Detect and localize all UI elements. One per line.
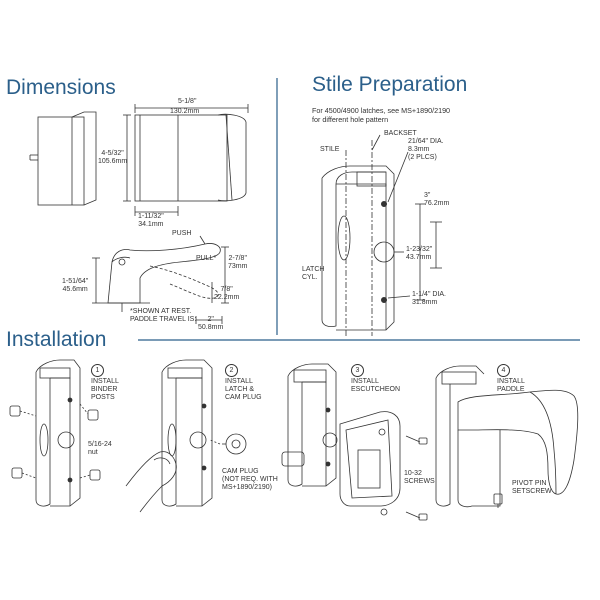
- nut-label: 5/16-24 nut: [88, 441, 112, 456]
- push-label: PUSH: [172, 230, 192, 237]
- dimensions-heading: Dimensions: [6, 76, 116, 99]
- install-step-2-view: [125, 359, 247, 513]
- pull-label: PULL*: [196, 255, 217, 262]
- center-dimension: 1-23/32" 43.7mm: [406, 246, 433, 261]
- install-step-3-view: [281, 363, 428, 521]
- stile-preparation-heading: Stile Preparation: [312, 73, 468, 96]
- cam-plug-label: CAM PLUG (NOT REQ. WITH MS+1890/2190): [222, 468, 278, 491]
- large-hole-dimension: 1-1/4" DIA. 31.8mm: [412, 291, 446, 306]
- step-1-number: 1: [91, 364, 104, 377]
- step-2-number: 2: [225, 364, 238, 377]
- stile-centerline-label: STILE: [320, 146, 340, 153]
- install-step-4-view: [435, 365, 579, 508]
- step-3-number: 3: [351, 364, 364, 377]
- step-4-number: 4: [497, 364, 510, 377]
- screws-label: 10-32 SCREWS: [404, 470, 435, 485]
- installation-heading: Installation: [6, 328, 107, 351]
- stile-prep-view: [321, 134, 442, 336]
- step-2-label: INSTALL LATCH & CAM PLUG: [225, 378, 262, 401]
- step-1-label: INSTALL BINDER POSTS: [91, 378, 119, 401]
- width-dimension: 5-1/8": [178, 98, 197, 105]
- step-3-label: INSTALL ESCUTCHEON: [351, 378, 401, 393]
- latch-cyl-label: LATCH CYL.: [302, 266, 325, 281]
- small-hole-dimension: 21/64" DIA. 8.3mm (2 PLCS): [408, 138, 444, 161]
- hole-spacing-dimension: 3" 76.2mm: [424, 192, 450, 207]
- latch-side-view: [123, 104, 249, 216]
- paddle-drop-dimension: 7/8" 22.2mm: [214, 286, 240, 301]
- paddle-height-dimension: 2-7/8" 73mm: [228, 255, 248, 270]
- install-step-1-view: [9, 359, 101, 507]
- backset-label: BACKSET: [384, 130, 417, 137]
- base-height-dimension: 1-51/64" 45.6mm: [62, 278, 89, 293]
- stile-note: For 4500/4900 latches, see MS+1890/2190 …: [312, 106, 451, 124]
- travel-dimension: 2" 50.8mm: [198, 316, 224, 331]
- latch-front-view: [29, 111, 97, 206]
- width-dimension-mm: 130.2mm: [170, 108, 200, 115]
- depth-dimension: 1-11/32" 34.1mm: [138, 213, 164, 228]
- travel-note: *SHOWN AT REST. PADDLE TRAVEL IS:: [130, 308, 197, 323]
- height-dimension: 4-5/32" 105.6mm: [98, 150, 128, 165]
- pivot-pin-label: PIVOT PIN SETSCREW: [512, 480, 552, 495]
- paddle-profile-view: [92, 235, 229, 324]
- step-4-label: INSTALL PADDLE: [497, 378, 525, 393]
